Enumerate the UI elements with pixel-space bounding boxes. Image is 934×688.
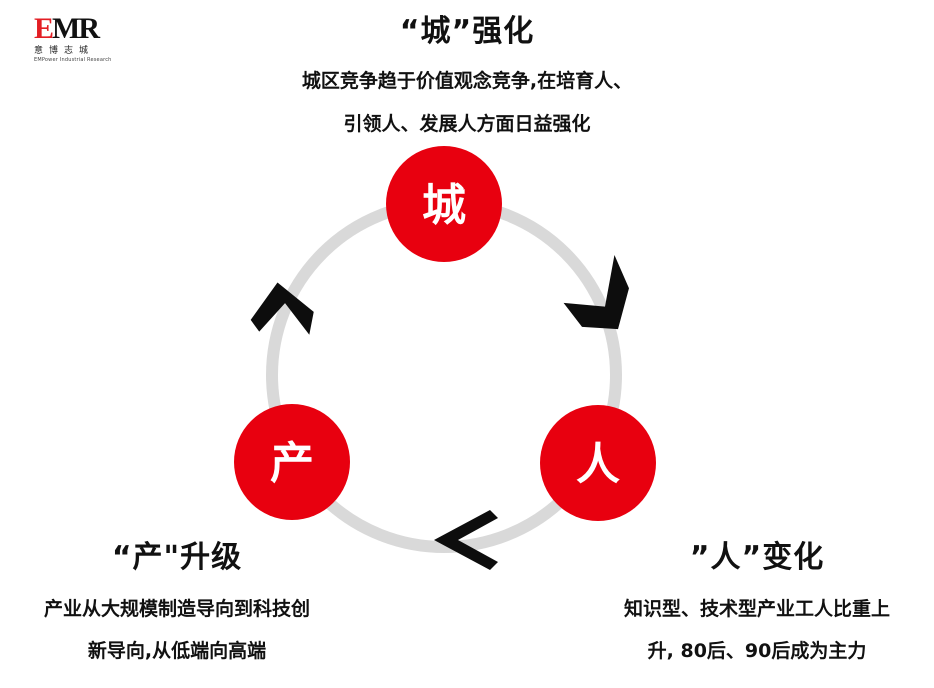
city-description: “城”强化 城区竞争趋于价值观念竞争,在培育人、 引领人、发展人方面日益强化: [217, 14, 717, 134]
node-people: 人: [540, 405, 656, 521]
arrow-city-to-people-icon: [563, 255, 629, 330]
emr-logo: EMR 意博志城 EMPower Industrial Research: [34, 14, 114, 66]
logo-chinese-name: 意博志城: [34, 46, 95, 56]
node-industry: 产: [234, 404, 350, 520]
people-desc-line-2: 升, 80后、90后成为主力: [647, 640, 867, 662]
node-people-label: 人: [576, 439, 620, 490]
industry-desc-line-2: 新导向,从低端向高端: [87, 640, 267, 662]
people-desc-line-1: 知识型、技术型产业工人比重上: [623, 598, 890, 620]
node-people-circle: [540, 405, 656, 521]
city-title: “城”强化: [399, 14, 535, 49]
node-city-label: 城: [422, 180, 466, 231]
node-industry-circle: [234, 404, 350, 520]
node-industry-label: 产: [270, 438, 314, 489]
industry-description: “产"升级 产业从大规模制造导向到科技创 新导向,从低端向高端: [0, 540, 354, 661]
industry-title: “产"升级: [111, 540, 243, 575]
arrow-industry-to-city-icon: [250, 282, 314, 335]
logo-english-name: EMPower Industrial Research: [34, 57, 112, 63]
people-description: ”人”变化 知识型、技术型产业工人比重上 升, 80后、90后成为主力: [580, 540, 934, 661]
industry-desc-line-1: 产业从大规模制造导向到科技创: [43, 598, 310, 620]
node-city: 城: [386, 146, 502, 262]
city-desc-line-1: 城区竞争趋于价值观念竞争,在培育人、: [301, 70, 633, 92]
arrow-people-to-industry-icon: [434, 510, 498, 570]
people-title: ”人”变化: [689, 540, 825, 575]
city-desc-line-2: 引领人、发展人方面日益强化: [343, 113, 591, 135]
logo-mark: EMR: [34, 12, 100, 45]
node-city-circle: [386, 146, 502, 262]
